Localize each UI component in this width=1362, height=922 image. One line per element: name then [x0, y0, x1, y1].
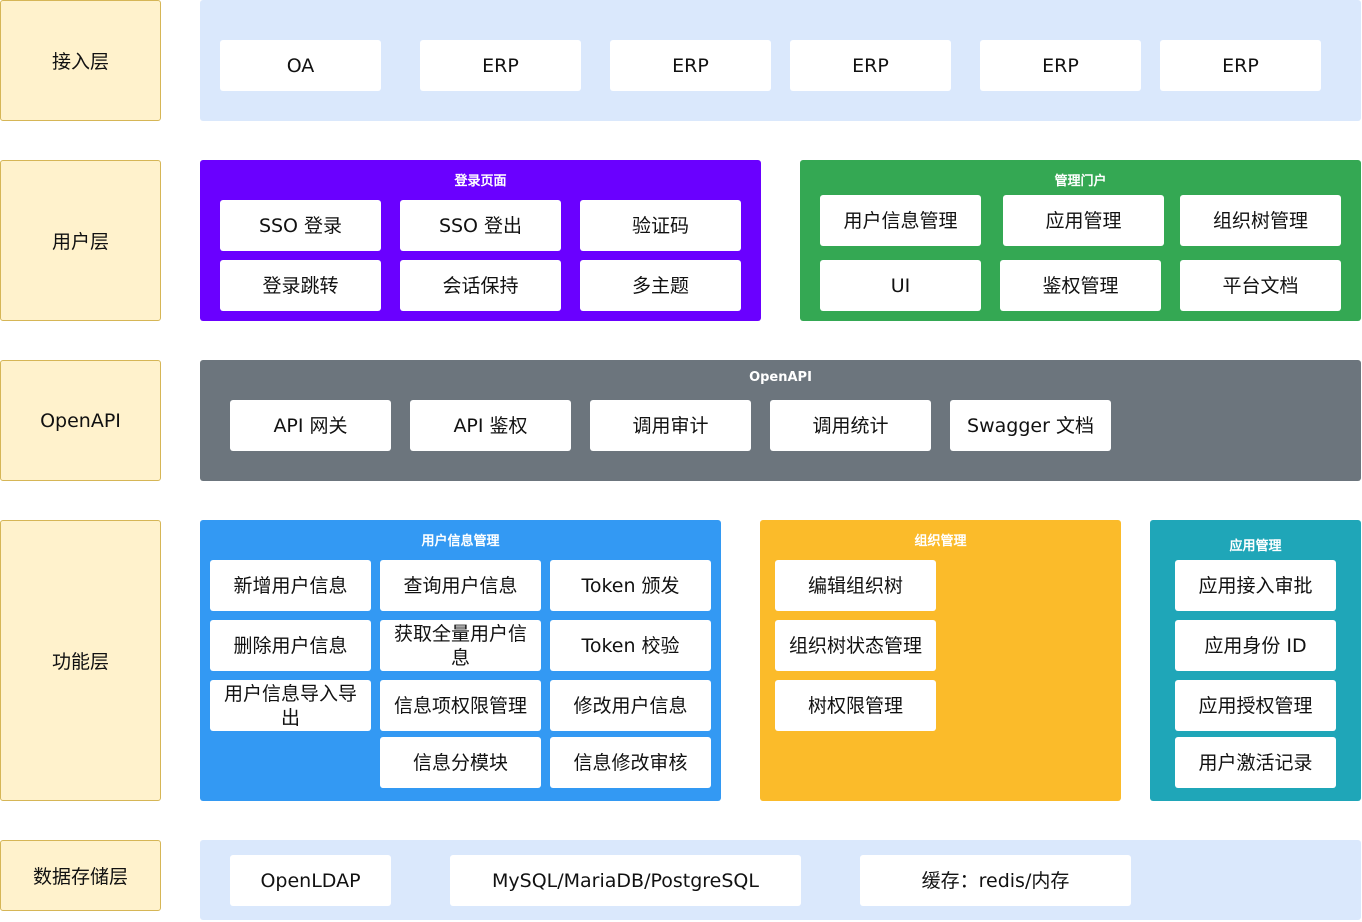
- login-item-redirect: 登录跳转: [220, 260, 381, 311]
- access-system-erp: ERP: [610, 40, 771, 91]
- openapi-item-swagger: Swagger 文档: [950, 400, 1111, 451]
- login-item-sso-login: SSO 登录: [220, 200, 381, 251]
- user-item-token-issue: Token 颁发: [550, 560, 711, 611]
- org-mgmt-title: 组织管理: [914, 534, 967, 549]
- openapi-title: OpenAPI: [749, 370, 812, 385]
- layer-label-openapi: OpenAPI: [0, 360, 161, 481]
- admin-item-docs: 平台文档: [1180, 260, 1341, 311]
- admin-item-auth-mgmt: 鉴权管理: [1000, 260, 1161, 311]
- openapi-item-audit: 调用审计: [590, 400, 751, 451]
- access-system-erp: ERP: [980, 40, 1141, 91]
- storage-item-openldap: OpenLDAP: [230, 855, 391, 906]
- layer-label-access: 接入层: [0, 0, 161, 121]
- login-item-captcha: 验证码: [580, 200, 741, 251]
- user-item-change-review: 信息修改审核: [550, 737, 711, 788]
- storage-item-cache: 缓存：redis/内存: [860, 855, 1131, 906]
- org-item-tree-state: 组织树状态管理: [775, 620, 936, 671]
- app-item-identity-id: 应用身份 ID: [1175, 620, 1336, 671]
- login-item-session: 会话保持: [400, 260, 561, 311]
- org-item-edit-tree: 编辑组织树: [775, 560, 936, 611]
- admin-item-app-mgmt: 应用管理: [1003, 195, 1164, 246]
- admin-portal-title: 管理门户: [1054, 174, 1107, 189]
- layer-label-storage: 数据存储层: [0, 840, 161, 911]
- app-mgmt-title: 应用管理: [1229, 539, 1282, 554]
- layer-label-function: 功能层: [0, 520, 161, 801]
- access-system-oa: OA: [220, 40, 381, 91]
- access-system-erp: ERP: [1160, 40, 1321, 91]
- access-system-erp: ERP: [790, 40, 951, 91]
- login-item-sso-logout: SSO 登出: [400, 200, 561, 251]
- admin-item-org-tree: 组织树管理: [1180, 195, 1341, 246]
- admin-item-ui: UI: [820, 260, 981, 311]
- user-item-modules: 信息分模块: [380, 737, 541, 788]
- user-item-delete: 删除用户信息: [210, 620, 371, 671]
- user-mgmt-title: 用户信息管理: [421, 534, 500, 549]
- login-page-title: 登录页面: [454, 174, 507, 189]
- org-item-tree-permission: 树权限管理: [775, 680, 936, 731]
- user-item-fetch-all: 获取全量用户信息: [380, 620, 541, 671]
- user-item-query: 查询用户信息: [380, 560, 541, 611]
- login-item-themes: 多主题: [580, 260, 741, 311]
- user-item-import-export: 用户信息导入导出: [210, 680, 371, 731]
- access-system-erp: ERP: [420, 40, 581, 91]
- user-item-add: 新增用户信息: [210, 560, 371, 611]
- storage-item-sql: MySQL/MariaDB/PostgreSQL: [450, 855, 801, 906]
- user-item-token-verify: Token 校验: [550, 620, 711, 671]
- openapi-item-stats: 调用统计: [770, 400, 931, 451]
- admin-item-user-info: 用户信息管理: [820, 195, 981, 246]
- layer-label-user: 用户层: [0, 160, 161, 321]
- app-item-authorization: 应用授权管理: [1175, 680, 1336, 731]
- user-item-modify: 修改用户信息: [550, 680, 711, 731]
- user-item-field-permission: 信息项权限管理: [380, 680, 541, 731]
- app-item-access-approval: 应用接入审批: [1175, 560, 1336, 611]
- openapi-item-auth: API 鉴权: [410, 400, 571, 451]
- openapi-item-gateway: API 网关: [230, 400, 391, 451]
- app-item-activation-log: 用户激活记录: [1175, 737, 1336, 788]
